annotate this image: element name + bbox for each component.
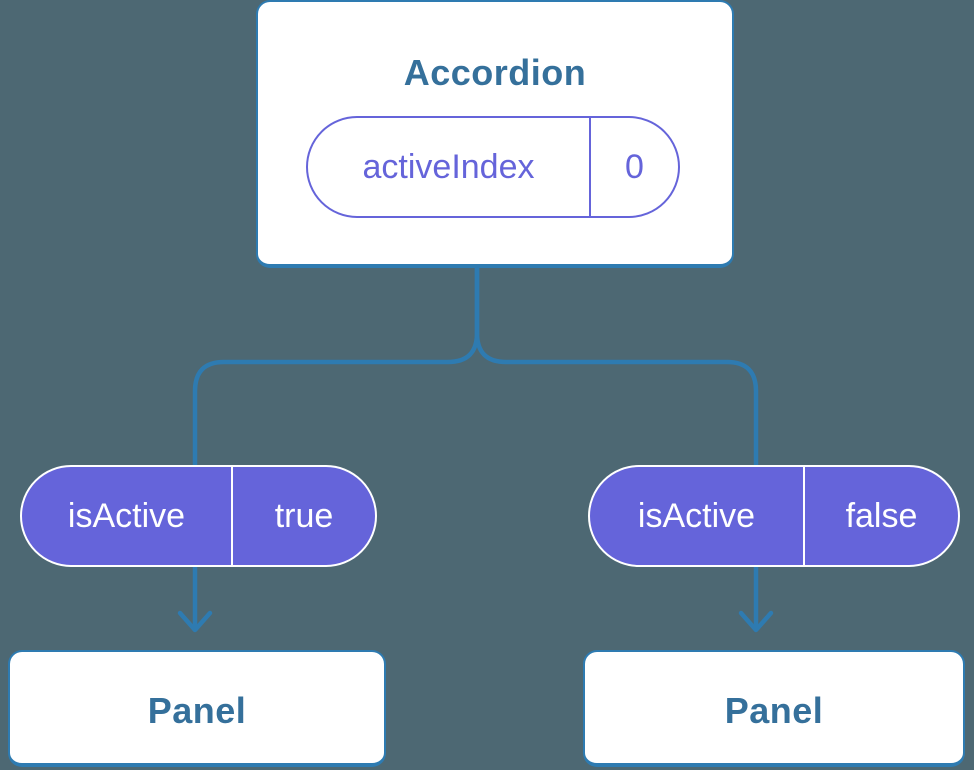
panel-title: Panel xyxy=(724,690,824,731)
prop-pill-isactive-false: isActive false xyxy=(588,465,960,567)
state-pill-name: activeIndex xyxy=(362,147,535,186)
branch-line-left xyxy=(192,265,480,469)
accordion-card: Accordion activeIndex 0 xyxy=(256,0,734,268)
prop-pill-name: isActive xyxy=(637,496,756,535)
accordion-title: Accordion xyxy=(403,52,587,93)
panel-title: Panel xyxy=(147,690,247,731)
prop-pill-value: true xyxy=(231,467,375,565)
state-pill: activeIndex 0 xyxy=(306,116,680,218)
arrow-down-icon-right xyxy=(738,610,774,633)
panel-card-left: Panel xyxy=(8,650,386,767)
arrow-down-icon-left xyxy=(177,610,213,633)
prop-pill-value: false xyxy=(803,467,958,565)
panel-card-right: Panel xyxy=(583,650,965,767)
prop-pill-isactive-true: isActive true xyxy=(20,465,377,567)
branch-line-right xyxy=(474,265,759,469)
prop-pill-name: isActive xyxy=(67,496,186,535)
state-pill-value: 0 xyxy=(589,118,678,216)
